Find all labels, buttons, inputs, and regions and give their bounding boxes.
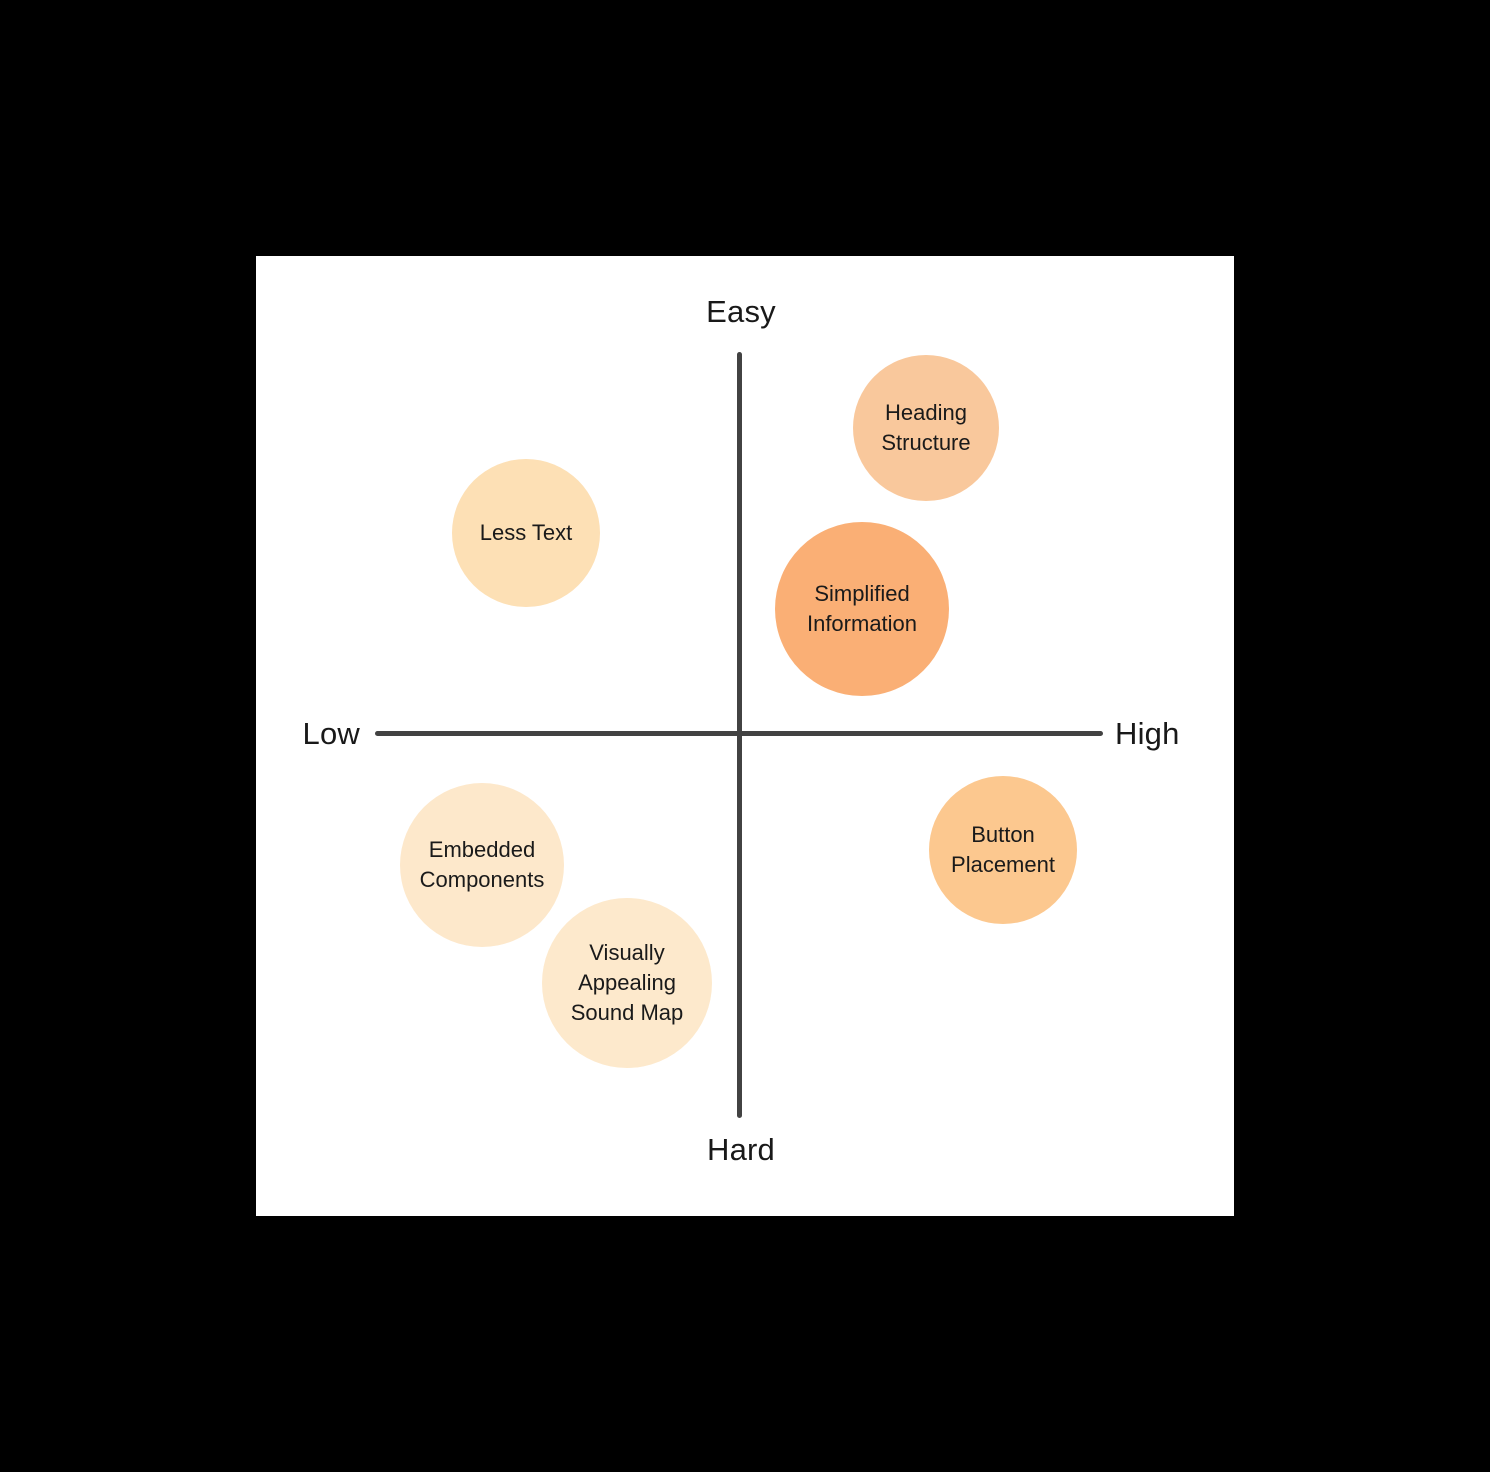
axis-label-hard: Hard	[707, 1132, 775, 1167]
axis-label-high: High	[1115, 716, 1180, 751]
bubble-less-text[interactable]: Less Text	[452, 459, 600, 607]
axis-label-low: Low	[302, 716, 360, 751]
bubble-label: Less Text	[479, 520, 573, 545]
horizontal-axis-line	[375, 731, 1103, 736]
axis-label-easy: Easy	[706, 294, 776, 329]
